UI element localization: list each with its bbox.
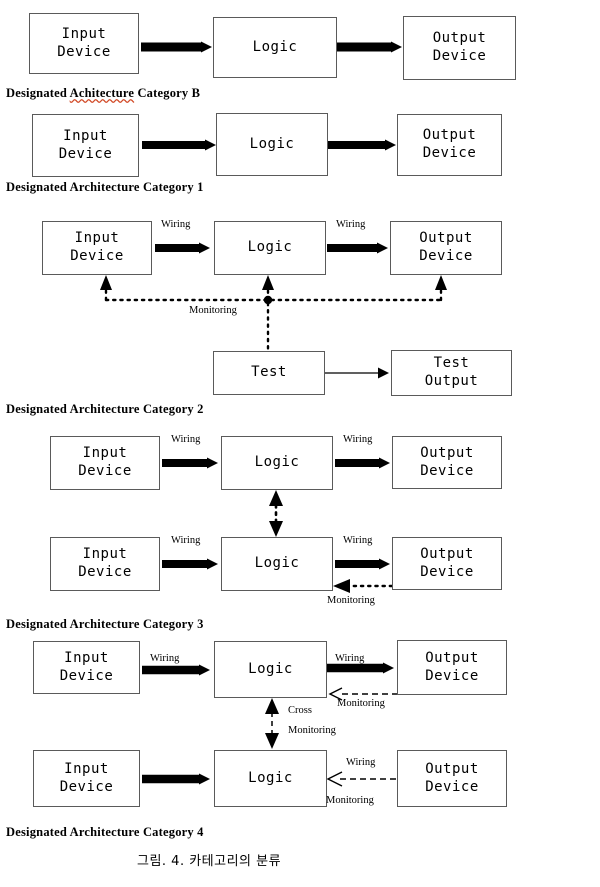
node-line: Output — [420, 444, 474, 461]
node-line: Input — [61, 25, 107, 42]
cat-2-logic[interactable]: Logic — [214, 221, 326, 275]
node-line: Input — [82, 546, 128, 563]
node-line: Logic — [252, 38, 298, 55]
node-line: Input — [64, 760, 109, 777]
node-line: Logic — [248, 660, 293, 677]
cat-4-output-device-bottom[interactable]: Output Device — [397, 750, 507, 807]
cat-4-cross-monitoring-label: Monitoring — [288, 725, 336, 736]
cat-3-logic-top[interactable]: Logic — [221, 436, 333, 490]
cat-2-test[interactable]: Test — [213, 351, 325, 395]
node-line: Logic — [249, 135, 295, 152]
node-line: Device — [425, 667, 479, 684]
cat-2-label: Designated Architecture Category 2 — [6, 402, 204, 416]
node-line: Device — [78, 463, 132, 479]
node-line: Device — [59, 667, 114, 684]
cat-3-monitoring-feedback — [333, 579, 394, 593]
cat-4-monitoring-feedback-bottom — [326, 771, 396, 787]
cat-1-output-device[interactable]: Output Device — [397, 114, 502, 176]
cat-3-wiring-label-top-right: Wiring — [343, 434, 373, 445]
node-line: Device — [422, 145, 477, 161]
node-line: Output — [424, 373, 479, 389]
cat-3-input-device-top[interactable]: Input Device — [50, 436, 160, 490]
cat-4-monitoring-feedback-top — [328, 687, 398, 701]
node-line: Device — [420, 462, 474, 479]
cat-1-label: Designated Architecture Category 1 — [6, 180, 204, 194]
cat-2-output-device[interactable]: Output Device — [390, 221, 502, 275]
cat-3-wiring-label-bottom-right: Wiring — [343, 535, 373, 546]
cat-2-test-output[interactable]: Test Output — [391, 350, 512, 396]
cat-3-label: Designated Architecture Category 3 — [6, 617, 204, 631]
cat-b-input-device[interactable]: Input Device — [29, 13, 139, 74]
cat-4-monitoring-label-top: Monitoring — [337, 698, 385, 709]
node-line: Input — [63, 127, 108, 144]
node-line: Output — [425, 649, 479, 666]
cat-4-monitoring-label-bottom: Monitoring — [326, 795, 374, 806]
cat-4-wiring-label-top-left: Wiring — [150, 653, 180, 664]
node-line: Input — [64, 649, 109, 666]
node-line: Output — [425, 760, 479, 777]
cat-3-monitoring-label: Monitoring — [327, 595, 375, 606]
cat-3-cross-monitoring-arrow — [269, 490, 283, 537]
cat-4-cross-monitoring-arrow — [265, 698, 279, 749]
cat-4-label: Designated Architecture Category 4 — [6, 825, 204, 839]
cat-4-input-device-top[interactable]: Input Device — [33, 641, 140, 694]
cat-4-logic-bottom[interactable]: Logic — [214, 750, 327, 807]
node-line: Device — [59, 778, 114, 795]
cat-1-input-device[interactable]: Input Device — [32, 114, 139, 177]
node-line: Device — [425, 778, 479, 795]
node-line: Logic — [254, 454, 300, 471]
cat-3-output-device-bottom[interactable]: Output Device — [392, 537, 502, 590]
cat-4-input-device-bottom[interactable]: Input Device — [33, 750, 140, 807]
node-line: Logic — [247, 239, 293, 256]
cat-4-logic-top[interactable]: Logic — [214, 641, 327, 698]
cat-b-output-device[interactable]: Output Device — [403, 16, 516, 80]
cat-3-wiring-label-bottom-left: Wiring — [171, 535, 201, 546]
cat-4-cross-label: Cross — [288, 705, 312, 716]
cat-3-wiring-label-top-left: Wiring — [171, 434, 201, 445]
figure-caption: 그림. 4. 카테고리의 분류 — [137, 854, 282, 869]
node-line: Input — [74, 230, 120, 247]
cat-4-output-device-top[interactable]: Output Device — [397, 640, 507, 695]
cat-b-label: Designated Achitecture Category B — [6, 86, 200, 101]
cat-2-wiring-label-left: Wiring — [161, 219, 191, 230]
node-line: Device — [432, 48, 487, 64]
node-line: Logic — [254, 555, 300, 572]
cat-2-monitoring-bus — [100, 275, 447, 353]
cat-1-logic[interactable]: Logic — [216, 113, 328, 176]
node-line: Device — [58, 145, 113, 162]
cat-2-wiring-label-right: Wiring — [336, 219, 366, 230]
cat-b-label-prefix: Designated — [6, 86, 70, 100]
node-line: Output — [422, 127, 477, 144]
node-line: Logic — [248, 769, 293, 786]
node-line: Test — [251, 364, 287, 381]
node-line: Device — [78, 564, 132, 580]
cat-b-logic[interactable]: Logic — [213, 17, 337, 78]
node-line: Device — [70, 248, 124, 264]
cat-b-label-suffix: Category B — [134, 86, 201, 100]
node-line: Test — [433, 355, 470, 372]
node-line: Device — [419, 248, 473, 264]
cat-4-wiring-label-top-right: Wiring — [335, 653, 365, 664]
node-line: Output — [420, 545, 474, 562]
node-line: Device — [57, 43, 111, 60]
node-line: Input — [82, 445, 128, 462]
cat-3-input-device-bottom[interactable]: Input Device — [50, 537, 160, 591]
cat-b-label-misspelled: Achitecture — [69, 86, 135, 100]
node-line: Output — [419, 230, 473, 247]
cat-3-logic-bottom[interactable]: Logic — [221, 537, 333, 591]
node-line: Output — [432, 30, 487, 47]
node-line: Device — [420, 563, 474, 580]
cat-2-monitoring-label: Monitoring — [189, 305, 237, 316]
cat-2-input-device[interactable]: Input Device — [42, 221, 152, 275]
cat-4-wiring-label-bottom-right: Wiring — [346, 757, 376, 768]
cat-3-output-device-top[interactable]: Output Device — [392, 436, 502, 489]
